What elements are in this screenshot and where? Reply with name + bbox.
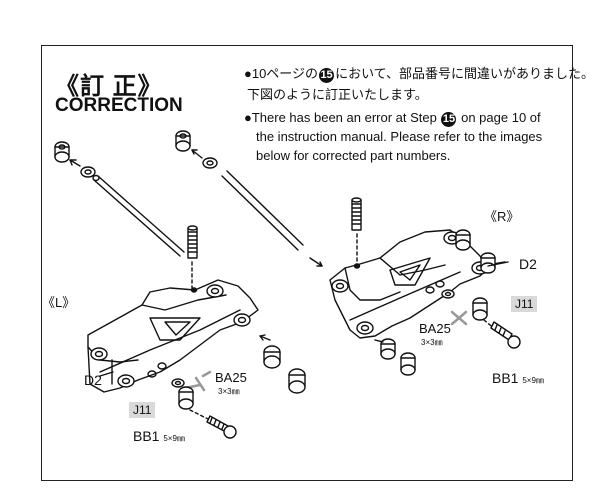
right-bb1-name: BB1 (492, 370, 519, 386)
left-j11-label: J11 (129, 402, 156, 418)
right-lower-ball-icon (380, 338, 396, 360)
left-ba25-size: 3×3㎜ (218, 387, 240, 396)
right-upper-ball-icon (455, 229, 471, 251)
note-en-line1-a: ●There has been an error at Step (244, 110, 437, 125)
note-en-line1-b: on page 10 of (461, 110, 541, 125)
left-bushing-icon (80, 166, 96, 178)
left-cross-mark-2 (194, 376, 206, 392)
left-arrow-3 (191, 149, 203, 159)
note-en-line3: below for corrected part numbers. (256, 148, 451, 163)
left-arrow-2 (259, 335, 271, 341)
right-ba25-size: 3×3㎜ (421, 338, 443, 347)
left-ball-end-icon (54, 141, 70, 163)
left-bb1-screw-icon (206, 415, 237, 439)
right-ba25-collar-icon (441, 289, 455, 299)
right-d2-leader (487, 261, 509, 267)
left-screw-guide-2 (189, 409, 211, 421)
right-ba25-label: BA25 (419, 321, 451, 336)
left-bb1-size: 5×9㎜ (163, 434, 185, 443)
left-cross-mark-3 (201, 370, 212, 378)
left-upper-ball-icon (175, 130, 191, 152)
step-number-badge: 15 (319, 68, 335, 83)
left-ba25-collar-icon (171, 378, 185, 388)
left-ba25-label: BA25 (215, 370, 247, 385)
sheet-frame (41, 45, 573, 481)
right-arrow-2 (374, 339, 384, 343)
right-set-screw-icon (351, 197, 362, 231)
left-bb1-name: BB1 (133, 428, 160, 444)
left-long-rod (92, 174, 185, 257)
left-wide-rod (221, 170, 304, 251)
left-arrowhead-1 (69, 159, 77, 166)
left-upper-bushing-icon (202, 157, 218, 169)
left-side-label: 《L》 (42, 295, 76, 310)
left-arrow-1 (69, 159, 81, 167)
note-en-line1: ●There has been an error at Step 15 on p… (244, 108, 541, 128)
right-bb1-label: BB1 5×9㎜ (492, 370, 544, 386)
left-pivot-ball-2-icon (288, 368, 306, 394)
step-number-badge-en: 15 (441, 112, 457, 127)
left-bb1-label: BB1 5×9㎜ (133, 428, 185, 444)
note-jp-line2: 下図のように訂正いたします。 (247, 87, 428, 102)
left-pivot-ball-icon (263, 345, 281, 369)
left-d2-label: D2 (84, 372, 102, 388)
title-jp: 《訂 正》 (55, 73, 163, 100)
right-lower-ball-2-icon (400, 352, 416, 376)
note-jp-line1-a: ●10ページの (244, 66, 319, 81)
note-en-line2: the instruction manual. Please refer to … (256, 129, 543, 144)
right-cross-mark-2 (450, 310, 468, 326)
right-d2-label: D2 (519, 256, 537, 272)
right-bb1-size: 5×9㎜ (522, 376, 544, 385)
left-suspension-arm (87, 279, 259, 393)
left-j11-ball-icon (178, 386, 194, 410)
right-j11-ball-icon (472, 297, 488, 321)
left-d2-leader (99, 371, 114, 377)
right-arrow-start (309, 257, 323, 267)
title-en: CORRECTION (55, 95, 183, 116)
right-side-label: 《R》 (484, 209, 520, 224)
right-upper-ball-2-icon (480, 252, 496, 274)
right-j11-label: J11 (511, 296, 538, 312)
note-jp-line1-b: において、部品番号に間違いがありました。 (335, 66, 595, 81)
left-set-screw-icon (187, 225, 198, 259)
right-bb1-screw-icon (490, 321, 521, 349)
